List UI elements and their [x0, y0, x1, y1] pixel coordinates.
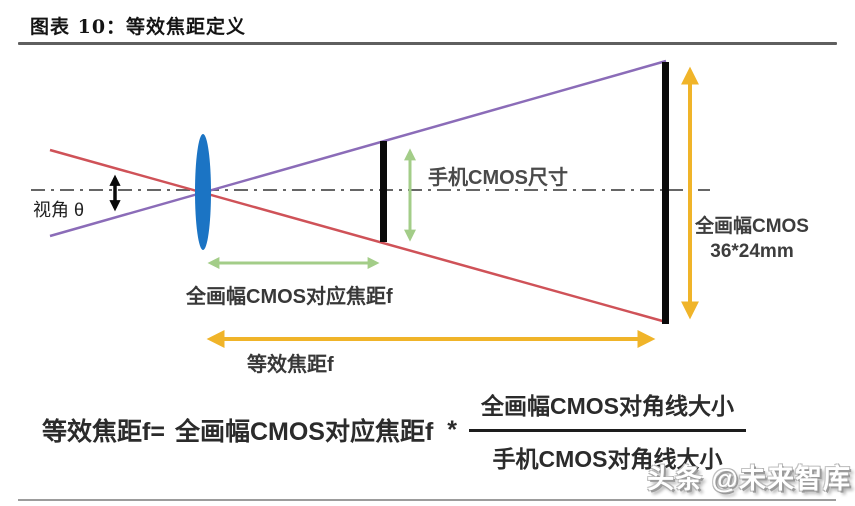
phone-cmos-sensor-bar	[380, 141, 387, 242]
equivalent-focal-label: 等效焦距f	[247, 354, 334, 376]
red-ray-line	[49, 148, 667, 324]
figure-title: 图表 10：等效焦距定义	[30, 16, 247, 38]
equivalent-focal-formula: 等效焦距f= 全画幅CMOS对应焦距f * 全画幅CMOS对角线大小 手机CMO…	[42, 384, 746, 476]
fullframe-focal-label: 全画幅CMOS对应焦距f	[186, 286, 393, 308]
bottom-divider-line	[18, 499, 836, 501]
formula-denominator: 手机CMOS对角线大小	[492, 445, 723, 472]
purple-ray-line	[49, 59, 667, 238]
title-divider-line	[18, 42, 837, 45]
fullframe-cmos-label-line2: 36*24mm	[710, 241, 794, 262]
fullframe-cmos-label: 全画幅CMOS 36*24mm	[693, 214, 811, 264]
formula-lhs: 等效焦距f=	[42, 418, 165, 446]
phone-cmos-size-label: 手机CMOS尺寸	[428, 167, 568, 189]
formula-multiply-operator: *	[447, 415, 457, 444]
fullframe-cmos-sensor-bar	[662, 62, 669, 324]
formula-numerator: 全画幅CMOS对角线大小	[469, 387, 746, 432]
lens-shape	[195, 134, 211, 250]
view-angle-label: 视角 θ	[33, 200, 85, 220]
formula-term: 全画幅CMOS对应焦距f	[174, 418, 434, 446]
toutiao-watermark: 头条 @未来智库	[647, 464, 851, 494]
formula-fraction: 全画幅CMOS对角线大小 手机CMOS对角线大小	[469, 387, 746, 474]
fullframe-cmos-label-line1: 全画幅CMOS	[694, 216, 809, 237]
